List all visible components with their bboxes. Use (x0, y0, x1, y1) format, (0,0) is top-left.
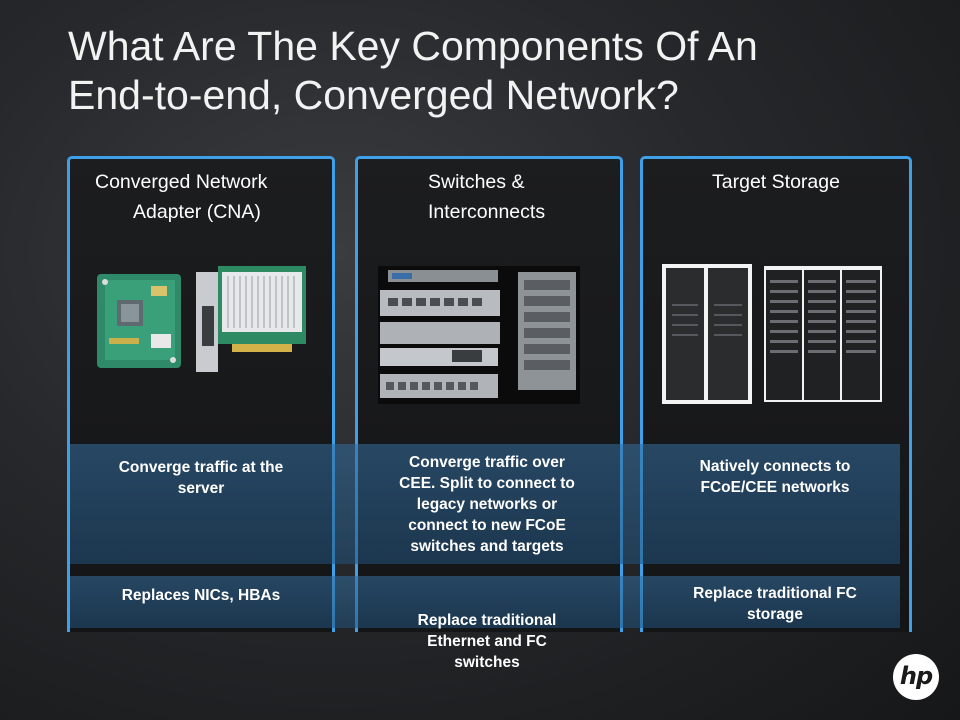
switches-description-line: Converge traffic over (409, 454, 565, 471)
switches-description-line: CEE. Split to connect to (399, 475, 575, 492)
cna-pcie-card-image (196, 266, 306, 372)
panel-title-storage-line-1: Target Storage (712, 171, 840, 193)
storage-replacement-line: storage (747, 606, 803, 623)
switches-description-line: legacy networks or (416, 496, 558, 513)
cna-mezzanine-card-image (97, 274, 181, 368)
slide-title: What Are The Key Components Of An End-to… (68, 22, 928, 120)
cna-description-line: server (177, 480, 225, 497)
storage-description: Natively connects to FCoE/CEE networks (650, 456, 900, 498)
switches-image (378, 266, 580, 404)
switches-description-line: switches and targets (410, 538, 564, 555)
panel-title-storage: Target Storage (643, 167, 909, 197)
panel-title-switches: Switches & Interconnects (358, 167, 620, 227)
panel-title-cna: Converged Network Adapter (CNA) (70, 167, 332, 227)
hp-logo-icon: hp (893, 654, 939, 700)
panel-title-cna-line-1: Converged Network (95, 171, 268, 193)
storage-replacement: Replace traditional FC storage (648, 583, 902, 625)
slide-title-line-1: What Are The Key Components Of An (68, 23, 758, 69)
cna-description-line: Converge traffic at the (118, 459, 284, 476)
switches-replacement-line: switches (454, 654, 520, 671)
switches-replacement: Replace traditional Ethernet and FC swit… (358, 610, 616, 673)
panel-title-switches-line-1: Switches & (428, 171, 525, 193)
storage-description-line: Natively connects to (699, 458, 851, 475)
switches-replacement-line: Replace traditional (417, 612, 557, 629)
replacement-band (70, 576, 900, 628)
storage-array-image (764, 266, 882, 402)
storage-description-line: FCoE/CEE networks (700, 479, 850, 496)
switches-description-line: connect to new FCoE (408, 517, 566, 534)
storage-replacement-line: Replace traditional FC (693, 585, 857, 602)
switches-description: Converge traffic over CEE. Split to conn… (358, 452, 616, 557)
cna-replacement-line: Replaces NICs, HBAs (121, 587, 281, 604)
slide-title-line-2: End-to-end, Converged Network? (68, 72, 679, 118)
panel-title-cna-line-2: Adapter (CNA) (133, 201, 261, 223)
storage-rack-image (662, 264, 752, 404)
hp-logo-text: hp (899, 662, 933, 690)
description-band (70, 444, 900, 564)
cna-description: Converge traffic at the server (76, 457, 326, 499)
switches-replacement-line: Ethernet and FC (427, 633, 547, 650)
panel-title-switches-line-2: Interconnects (428, 201, 546, 223)
cna-replacement: Replaces NICs, HBAs (76, 585, 326, 606)
